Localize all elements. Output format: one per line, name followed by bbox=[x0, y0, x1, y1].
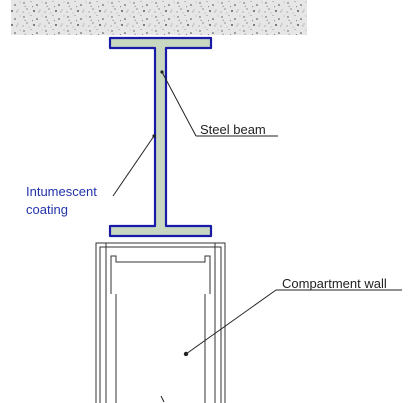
compartment-wall bbox=[95, 243, 226, 403]
coating-label-line2: coating bbox=[26, 202, 68, 217]
steel-beam-label: Steel beam bbox=[200, 122, 266, 137]
coating-leader bbox=[112, 134, 156, 197]
coating-label-line1: Intumescent bbox=[26, 184, 97, 199]
steel-beam bbox=[108, 36, 213, 238]
compartment-wall-label: Compartment wall bbox=[282, 276, 387, 291]
head-track bbox=[95, 242, 226, 294]
steel-beam-leader bbox=[160, 70, 278, 137]
small-mark bbox=[160, 395, 165, 403]
compartment-wall-leader bbox=[183, 289, 402, 357]
concrete-slab bbox=[11, 0, 307, 35]
